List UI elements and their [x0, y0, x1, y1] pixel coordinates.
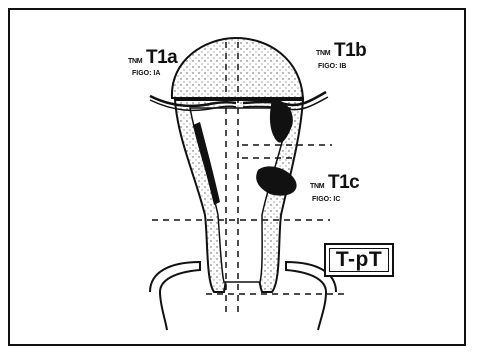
t1a-stage-label: T1a — [146, 47, 177, 69]
t1c-figo-label: FIGO: IC — [312, 196, 340, 203]
category-box: T-pT — [324, 243, 394, 277]
t1a-figo-label: FIGO: IA — [132, 70, 160, 77]
t1b-stage-label: T1b — [334, 40, 366, 62]
category-box-label: T-pT — [329, 248, 389, 272]
t1b-tnm-prefix: TNM — [316, 50, 330, 57]
left-vaginal-wall — [150, 262, 200, 330]
t1c-tnm-prefix: TNM — [310, 183, 324, 190]
t1b-figo-label: FIGO: IB — [318, 63, 346, 70]
t1a-tnm-prefix: TNM — [128, 58, 142, 65]
t1c-stage-label: T1c — [328, 172, 359, 194]
